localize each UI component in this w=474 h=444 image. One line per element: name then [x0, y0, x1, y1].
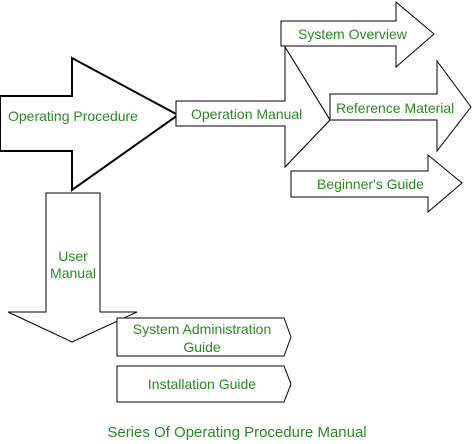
operating-procedure-label: Operating Procedure [8, 108, 138, 124]
user-manual-arrow [7, 192, 138, 343]
user-manual-label-line1: User [58, 248, 88, 264]
operating-procedure-arrow [0, 56, 180, 192]
system-overview-arrow [280, 0, 435, 69]
reference-material-label: Reference Material [336, 100, 455, 116]
beginners-guide-arrow [290, 153, 463, 214]
system-administration-guide-shape [116, 317, 292, 357]
operation-manual-label: Operation Manual [191, 106, 303, 122]
user-manual-label-line2: Manual [50, 265, 96, 281]
operation-manual-arrow [175, 45, 331, 169]
system-administration-label-line1: System Administration [132, 321, 272, 337]
system-overview-label: System Overview [298, 26, 407, 42]
beginners-guide-label: Beginner's Guide [317, 176, 424, 192]
system-administration-label-line2: Guide [183, 339, 221, 355]
diagram-caption: Series Of Operating Procedure Manual [107, 424, 367, 441]
installation-guide-label: Installation Guide [147, 376, 257, 392]
reference-material-arrow [329, 59, 472, 153]
installation-guide-shape [116, 365, 292, 403]
